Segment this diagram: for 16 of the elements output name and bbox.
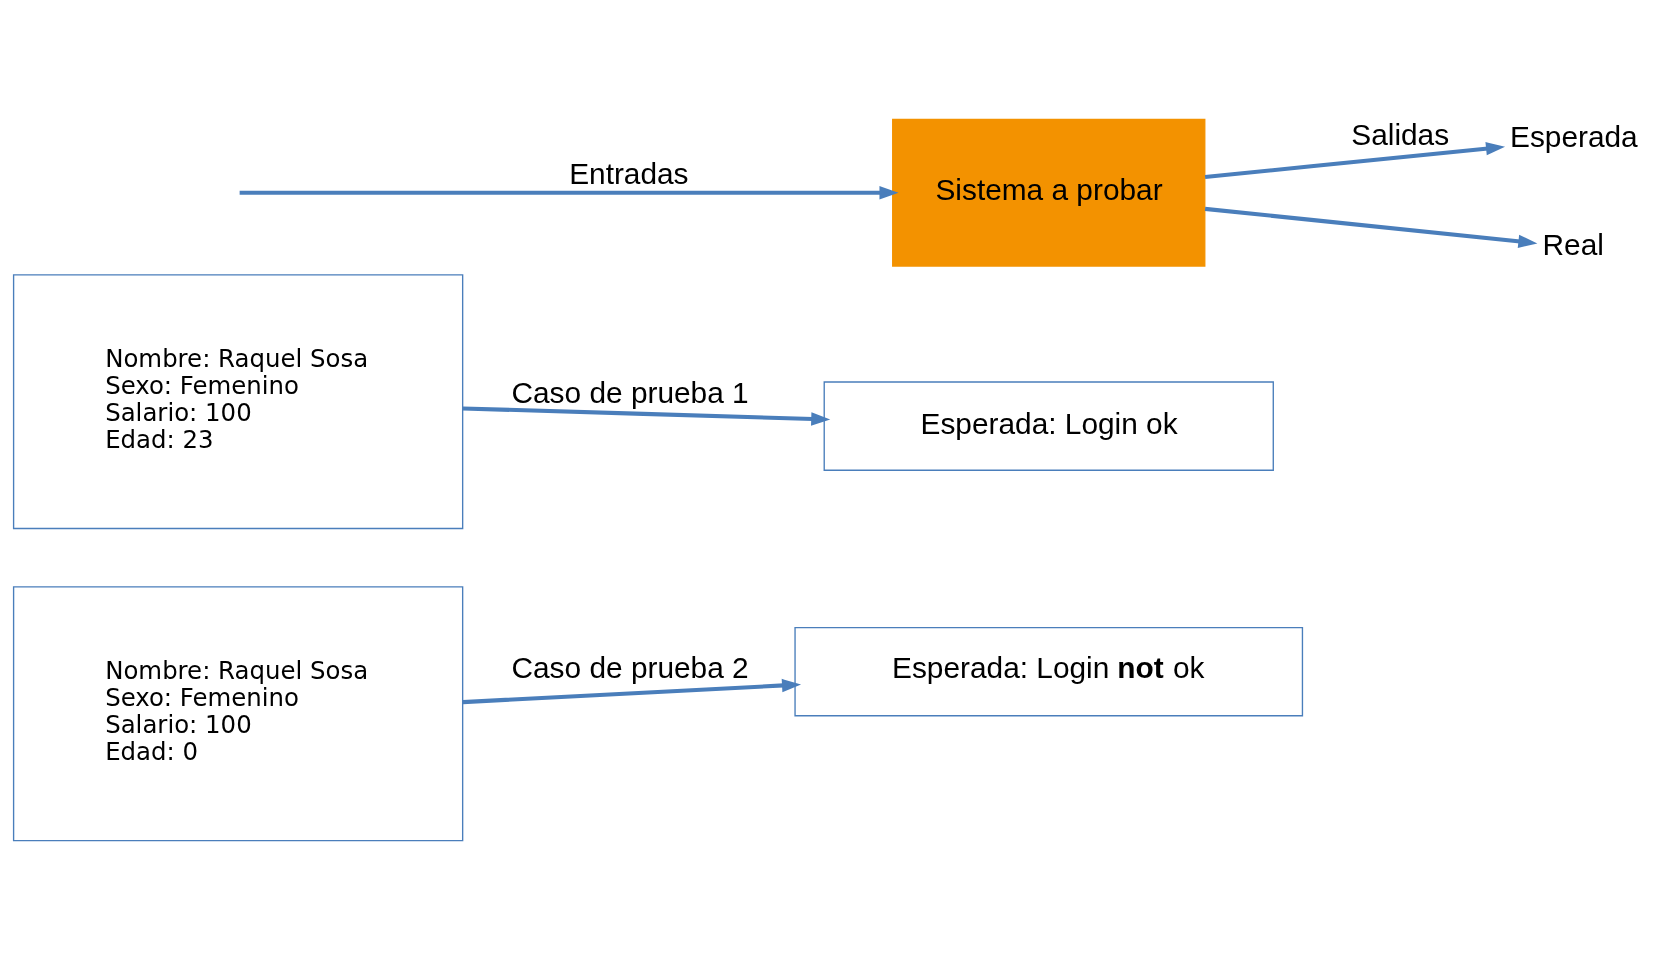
edge-label: Caso de prueba 1 xyxy=(511,375,749,408)
arrow xyxy=(239,185,899,199)
node-text: Real xyxy=(1542,227,1604,261)
node-box: Esperada: Login ok xyxy=(823,380,1274,471)
node-box: Sistema a probar xyxy=(892,118,1206,267)
edge-label: Salidas xyxy=(1351,117,1450,151)
arrow xyxy=(1204,206,1538,248)
edge-label: Caso de prueba 2 xyxy=(511,650,749,684)
arrow xyxy=(462,405,831,426)
node-box: Nombre: Raquel Sosa Sexo: Femenino Salario: 100 Edad: 23 xyxy=(12,273,464,529)
node-box: Esperada: Login not ok xyxy=(794,626,1304,716)
edge-label: Entradas xyxy=(569,156,689,190)
node-text: Esperada xyxy=(1510,119,1638,153)
arrow xyxy=(1204,141,1506,179)
arrow xyxy=(462,678,802,704)
node-box: Nombre: Raquel Sosa Sexo: Femenino Salario: 100 Edad: 0 xyxy=(12,585,464,841)
